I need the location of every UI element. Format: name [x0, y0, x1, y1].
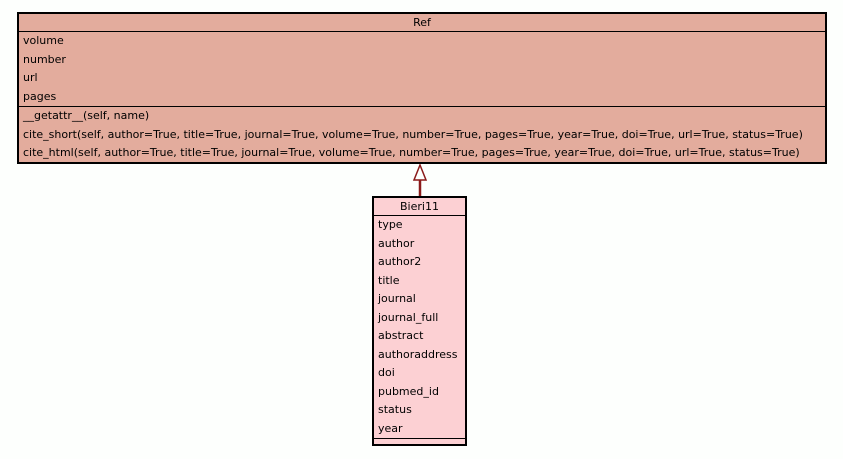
class-box-ref: Ref volume number url pages __getattr__(… [17, 12, 827, 164]
attributes-compartment-ref: volume number url pages [19, 32, 825, 107]
attribute-row: author2 [378, 255, 422, 268]
inheritance-arrow [412, 164, 428, 196]
attribute-row: type [378, 218, 403, 231]
method-row: cite_short(self, author=True, title=True… [23, 127, 803, 141]
attributes-compartment-bieri11: type author author2 title journal journa… [374, 216, 465, 439]
attribute-row: doi [378, 366, 395, 379]
attribute-row: url [23, 71, 38, 84]
attribute-row: pages [23, 89, 57, 103]
attribute-row: title [378, 273, 400, 287]
methods-compartment-ref: __getattr__(self, name) cite_short(self,… [19, 107, 825, 162]
method-row: cite_html(self, author=True, title=True,… [23, 146, 800, 159]
attribute-row: number [23, 52, 66, 66]
attribute-row: journal [378, 292, 416, 305]
class-title-bieri11: Bieri11 [374, 198, 465, 216]
attribute-row: journal_full [378, 310, 439, 324]
attribute-row: status [378, 403, 412, 416]
method-row: __getattr__(self, name) [23, 109, 150, 122]
attribute-row: authoraddress [378, 347, 458, 361]
attribute-row: author [378, 236, 415, 250]
attribute-row: abstract [378, 329, 424, 342]
attribute-row: year [378, 421, 403, 435]
attribute-row: volume [23, 34, 64, 47]
methods-compartment-bieri11 [374, 439, 465, 444]
class-title-ref: Ref [19, 14, 825, 32]
attribute-row: pubmed_id [378, 384, 439, 398]
class-box-bieri11: Bieri11 type author author2 title journa… [372, 196, 467, 446]
